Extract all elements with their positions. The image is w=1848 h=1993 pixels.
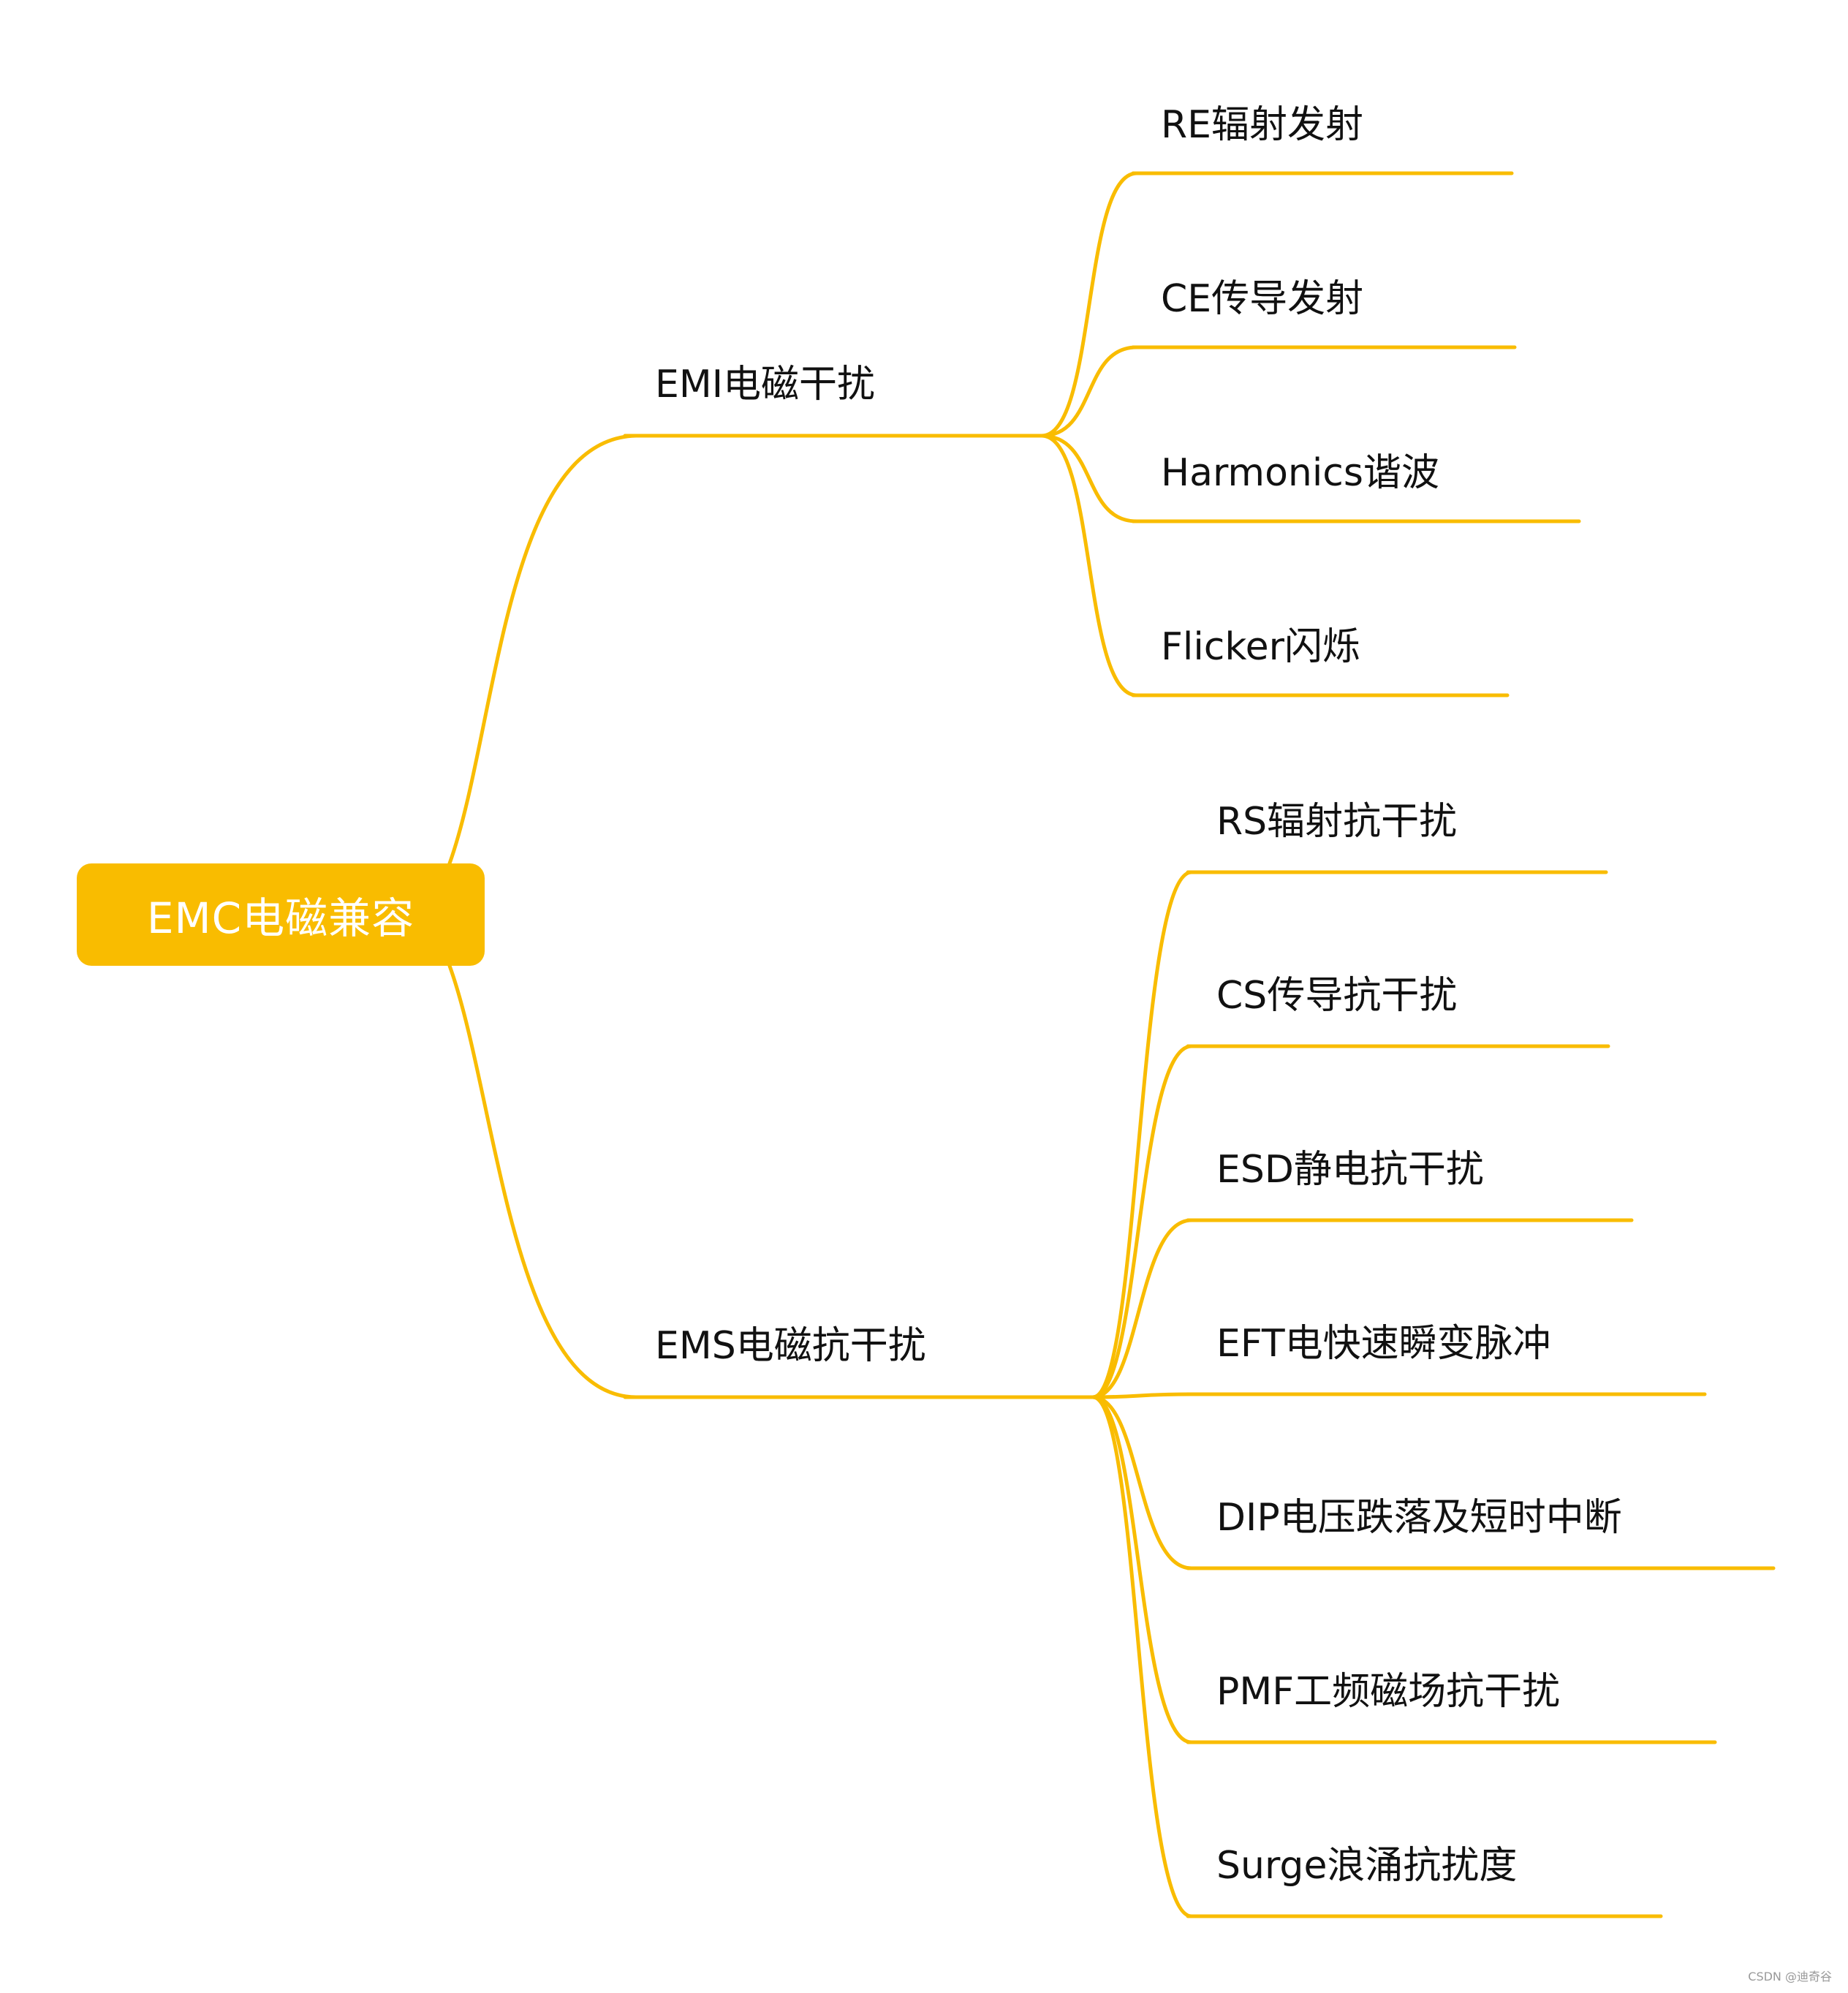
- leaf-node-pmf[interactable]: PMF工频磁场抗干扰: [1216, 1670, 1561, 1714]
- leaf-node-dip[interactable]: DIP电压跌落及短时中断: [1216, 1496, 1622, 1540]
- leaf-node-esd[interactable]: ESD静电抗干扰: [1216, 1148, 1484, 1192]
- connector-emi-leaf-1: [1040, 345, 1139, 438]
- connector-emi-leaf-2: [1040, 434, 1139, 523]
- connector-ems-leaf-2: [1091, 1218, 1194, 1399]
- root-node-label: EMC电磁兼容: [146, 893, 415, 943]
- connector-root-ems: [447, 964, 638, 1399]
- connector-ems-leaf-4: [1091, 1395, 1194, 1570]
- branch-node-emi[interactable]: EMI电磁干扰: [655, 363, 876, 406]
- watermark: CSDN @迪奇谷: [1748, 1970, 1832, 1983]
- connector-ems-leaf-6: [1091, 1395, 1194, 1918]
- leaf-node-harmonics[interactable]: Harmonics谐波: [1161, 451, 1439, 495]
- connector-ems-leaf-3: [1091, 1392, 1194, 1399]
- leaf-node-surge[interactable]: Surge浪涌抗扰度: [1216, 1844, 1518, 1888]
- leaf-node-ce[interactable]: CE传导发射: [1161, 277, 1364, 321]
- root-node[interactable]: EMC电磁兼容: [77, 863, 485, 966]
- leaf-node-re[interactable]: RE辐射发射: [1161, 103, 1363, 147]
- connector-ems-leaf-1: [1091, 1044, 1194, 1399]
- leaf-node-eft[interactable]: EFT电快速瞬变脉冲: [1216, 1322, 1551, 1366]
- leaf-node-flicker[interactable]: Flicker闪烁: [1161, 625, 1361, 669]
- connector-ems-leaf-5: [1091, 1395, 1194, 1744]
- connector-emi-leaf-3: [1040, 434, 1139, 697]
- connector-root-emi: [447, 434, 638, 866]
- connector-ems-leaf-0: [1091, 870, 1194, 1399]
- connector-emi-leaf-0: [1040, 171, 1139, 438]
- leaf-node-rs[interactable]: RS辐射抗干扰: [1216, 800, 1458, 844]
- branch-node-ems[interactable]: EMS电磁抗干扰: [655, 1324, 926, 1368]
- leaf-node-cs[interactable]: CS传导抗干扰: [1216, 974, 1458, 1018]
